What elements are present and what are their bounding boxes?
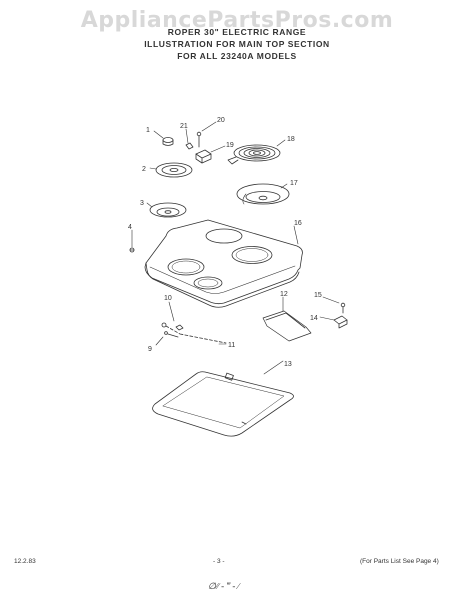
parts-list-note: (For Parts List See Page 4): [360, 558, 439, 565]
top-support-rod: [262, 310, 312, 342]
title-line-3: FOR ALL 23240A MODELS: [177, 51, 297, 61]
callout-9: 9: [148, 346, 152, 353]
callout-3: 3: [140, 200, 144, 207]
side-screw: [129, 247, 135, 253]
drip-bowl-small-upper: [155, 162, 193, 178]
drip-bowl-large: [236, 183, 290, 205]
callout-13: 13: [284, 361, 292, 368]
callout-20: 20: [217, 117, 225, 124]
signature: ∅∕∕ - ‴ - ∕: [208, 581, 240, 591]
watermark: AppliancePartsPros.com: [80, 8, 394, 33]
trim-ring: [162, 137, 174, 146]
callout-10: 10: [164, 295, 172, 302]
bottom-panel: [152, 371, 294, 437]
bracket-screw: [340, 302, 346, 314]
diagram-title: ROPER 30" ELECTRIC RANGE ILLUSTRATION FO…: [0, 26, 474, 62]
callout-11: 11: [228, 342, 235, 349]
receptacle-clip: [185, 142, 194, 150]
receptacle-screw: [196, 131, 202, 148]
support-bracket: [333, 315, 348, 329]
callout-16: 16: [294, 220, 302, 227]
callout-1: 1: [146, 127, 150, 134]
callout-14: 14: [310, 315, 318, 322]
callout-21: 21: [180, 123, 188, 130]
callout-17: 17: [290, 180, 298, 187]
hinge-pin-assembly: [161, 322, 227, 344]
callout-12: 12: [280, 291, 288, 298]
callout-leaders: [131, 121, 340, 375]
callout-2: 2: [142, 166, 146, 173]
callout-15: 15: [314, 292, 322, 299]
title-line-1: ROPER 30" ELECTRIC RANGE: [167, 27, 307, 37]
footer-date: 12.2.83: [14, 558, 36, 565]
callout-4: 4: [128, 224, 132, 231]
element-receptacle: [195, 149, 212, 164]
callout-19: 19: [226, 142, 234, 149]
main-top-panel: [144, 219, 303, 308]
surface-element-large: [227, 144, 281, 165]
page-number: - 3 -: [213, 558, 225, 565]
callout-18: 18: [287, 136, 295, 143]
title-line-2: ILLUSTRATION FOR MAIN TOP SECTION: [144, 39, 330, 49]
callout-labels: 1 2 3 4 9 10 11 12 13 14 15 16 17 18 19 …: [128, 117, 322, 368]
drip-bowl-small-lower: [149, 202, 187, 218]
